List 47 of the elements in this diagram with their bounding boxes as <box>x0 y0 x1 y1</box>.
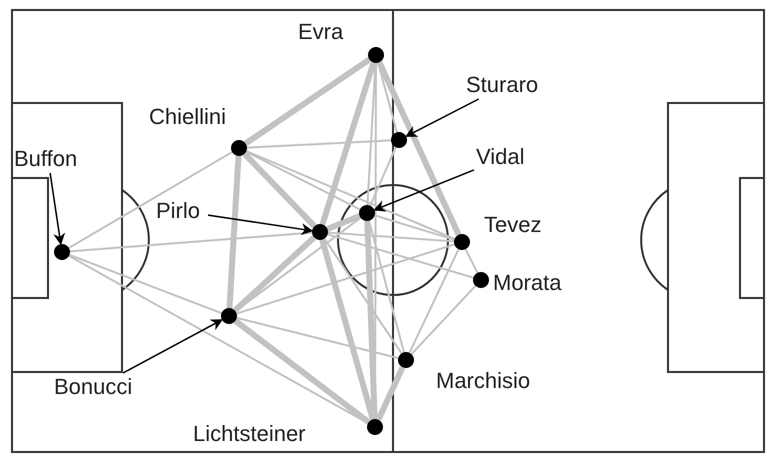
leader-arrow <box>208 214 314 236</box>
pass-line <box>236 243 455 315</box>
pass-line <box>246 150 360 210</box>
pass-line <box>232 235 316 313</box>
pass-line <box>376 366 406 421</box>
pass-line <box>410 285 476 355</box>
pass-line <box>70 232 312 252</box>
player-dot <box>221 308 237 324</box>
pass-line <box>244 57 372 146</box>
player-name: Bonucci <box>54 374 132 400</box>
player-name: Tevez <box>484 212 542 238</box>
player-name: Chiellini <box>149 104 226 130</box>
player-name: Lichtsteiner <box>193 421 306 447</box>
player-name: Sturaro <box>466 72 538 98</box>
player-name: Evra <box>298 19 344 45</box>
pass-line <box>246 150 456 240</box>
leader-arrow <box>49 172 66 246</box>
leader-arrow <box>373 169 474 212</box>
pass-line <box>326 213 361 232</box>
pass-line <box>234 318 370 425</box>
pass-line <box>369 146 397 206</box>
pass-line <box>328 232 454 242</box>
pass-line <box>327 233 474 279</box>
player-name: Pirlo <box>156 198 200 224</box>
pass-line <box>246 139 392 149</box>
player-dot <box>359 205 375 221</box>
player-name: Morata <box>493 270 562 296</box>
player-name: Buffon <box>14 146 78 172</box>
pass-line <box>320 62 376 226</box>
player-dot <box>391 132 407 148</box>
player-name: Marchisio <box>436 368 530 394</box>
leader-arrow <box>405 98 480 138</box>
pass-line <box>408 248 460 354</box>
pass-line <box>374 214 455 241</box>
pass-line <box>376 61 462 236</box>
player-dot <box>54 244 70 260</box>
pass-line <box>69 254 222 314</box>
pass-line <box>242 152 317 228</box>
pass-line <box>464 248 478 274</box>
pass-line <box>368 220 405 353</box>
pass-line <box>364 220 378 420</box>
pass-line <box>236 316 398 360</box>
leader-arrow <box>122 319 223 374</box>
player-name: Vidal <box>476 144 525 170</box>
pass-line <box>68 151 233 249</box>
pass-line <box>226 156 242 308</box>
pass-line <box>324 238 402 354</box>
